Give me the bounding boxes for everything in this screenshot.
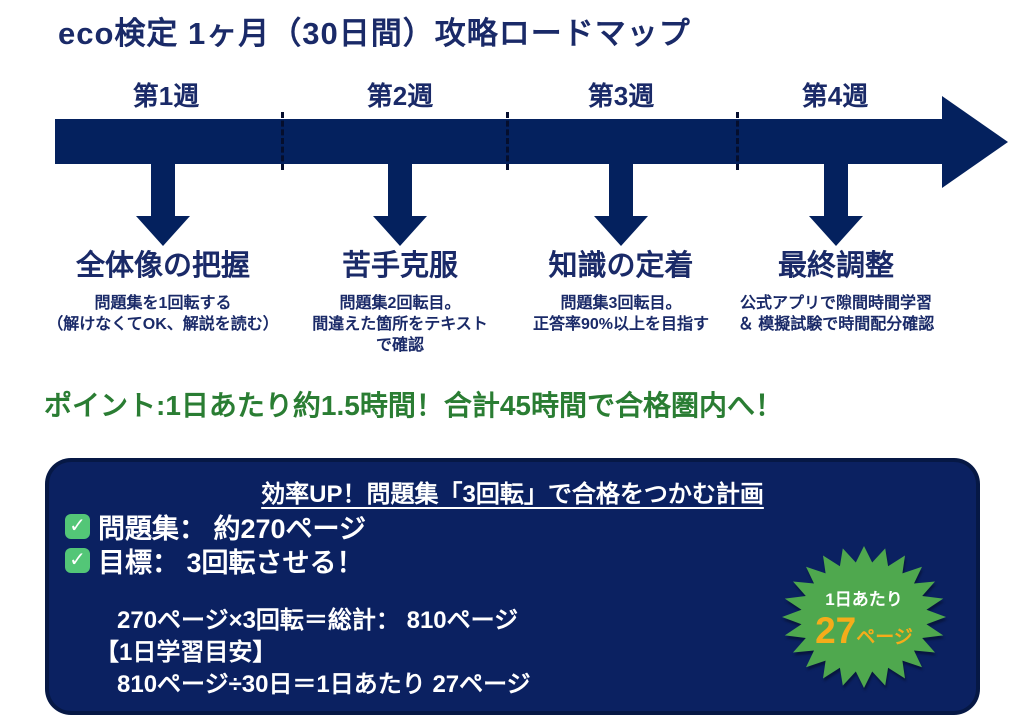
point-line: ポイント:1日あたり約1.5時間！合計45時間で合格圏内へ！ [44,390,783,421]
phase-desc-4: 公式アプリで隙間時間学習 ＆ 模擬試験で時間配分確認 [737,295,935,333]
down-arrow-1-icon [151,163,175,216]
calc-line-2: 【1日学習目安】 [95,639,277,666]
phase-title-4: 最終調整 [777,250,894,282]
page-title: eco検定 1ヶ月（30日間）攻略ロードマップ [58,16,691,51]
down-arrow-2-icon [388,163,412,216]
checklist: ✓ 問題集： 約270ページ ✓ 目標： 3回転させる！ [65,509,367,578]
badge-value: 27 ページ [815,610,913,652]
phase-column-2: 苦手克服 問題集2回転目。 間違えた箇所をテキスト で確認 [260,242,540,356]
phase-title-3: 知識の定着 [548,250,694,282]
phase-column-3: 知識の定着 問題集3回転目。 正答率90%以上を目指す [481,242,761,336]
check-icon: ✓ [65,513,90,539]
timeline-bar [55,119,942,164]
phase-title-2: 苦手克服 [341,250,458,282]
checklist-item-1: ✓ 問題集： 約270ページ [65,509,367,544]
down-arrow-4-icon [824,163,848,216]
phase-desc-3: 問題集3回転目。 正答率90%以上を目指す [532,295,710,333]
week-label-4: 第4週 [801,81,869,111]
timeline-arrowhead-icon [942,96,1008,188]
phase-desc-2: 問題集2回転目。 間違えた箇所をテキスト で確認 [312,295,488,354]
checklist-label-2: 目標： 3回転させる！ [98,547,364,578]
down-arrow-2-head-icon [373,216,427,246]
phase-column-4: 最終調整 公式アプリで隙間時間学習 ＆ 模擬試験で時間配分確認 [696,242,976,336]
calc-line-3: 810ページ÷30日＝1日あたり 27ページ [117,671,531,698]
week-divider-3 [736,112,739,170]
daily-pages-badge: 1日あたり 27 ページ [779,542,949,692]
phase-title-1: 全体像の把握 [75,250,250,282]
badge-unit: ページ [856,626,913,648]
badge-top-label: 1日あたり [825,589,903,609]
checklist-label-1: 問題集： 約270ページ [98,513,367,544]
week-label-1: 第1週 [132,81,200,111]
starburst-icon [782,546,946,688]
checklist-item-2: ✓ 目標： 3回転させる！ [65,543,366,578]
check-icon: ✓ [65,547,90,573]
phase-desc-1: 問題集を1回転する （解けなくてOK、解説を読む） [47,295,279,333]
week-divider-2 [506,112,509,170]
badge-text: 1日あたり 27 ページ [779,542,949,692]
phase-column-1: 全体像の把握 問題集を1回転する （解けなくてOK、解説を読む） [23,242,303,336]
down-arrow-3-head-icon [594,216,648,246]
down-arrow-3-icon [609,163,633,216]
badge-number: 27 [815,609,857,651]
down-arrow-4-head-icon [809,216,863,246]
calc-block: 270ページ×3回転＝総計： 810ページ 【1日学習目安】 810ページ÷30… [95,605,531,701]
plan-box-title: 効率UP！問題集「3回転」で合格をつかむ計画 [261,481,764,508]
down-arrow-1-head-icon [136,216,190,246]
week-label-2: 第2週 [366,81,434,111]
week-divider-1 [281,112,284,170]
calc-line-1: 270ページ×3回転＝総計： 810ページ [117,607,519,634]
week-label-3: 第3週 [587,81,655,111]
plan-box: 効率UP！問題集「3回転」で合格をつかむ計画 ✓ 問題集： 約270ページ ✓ … [45,458,980,715]
